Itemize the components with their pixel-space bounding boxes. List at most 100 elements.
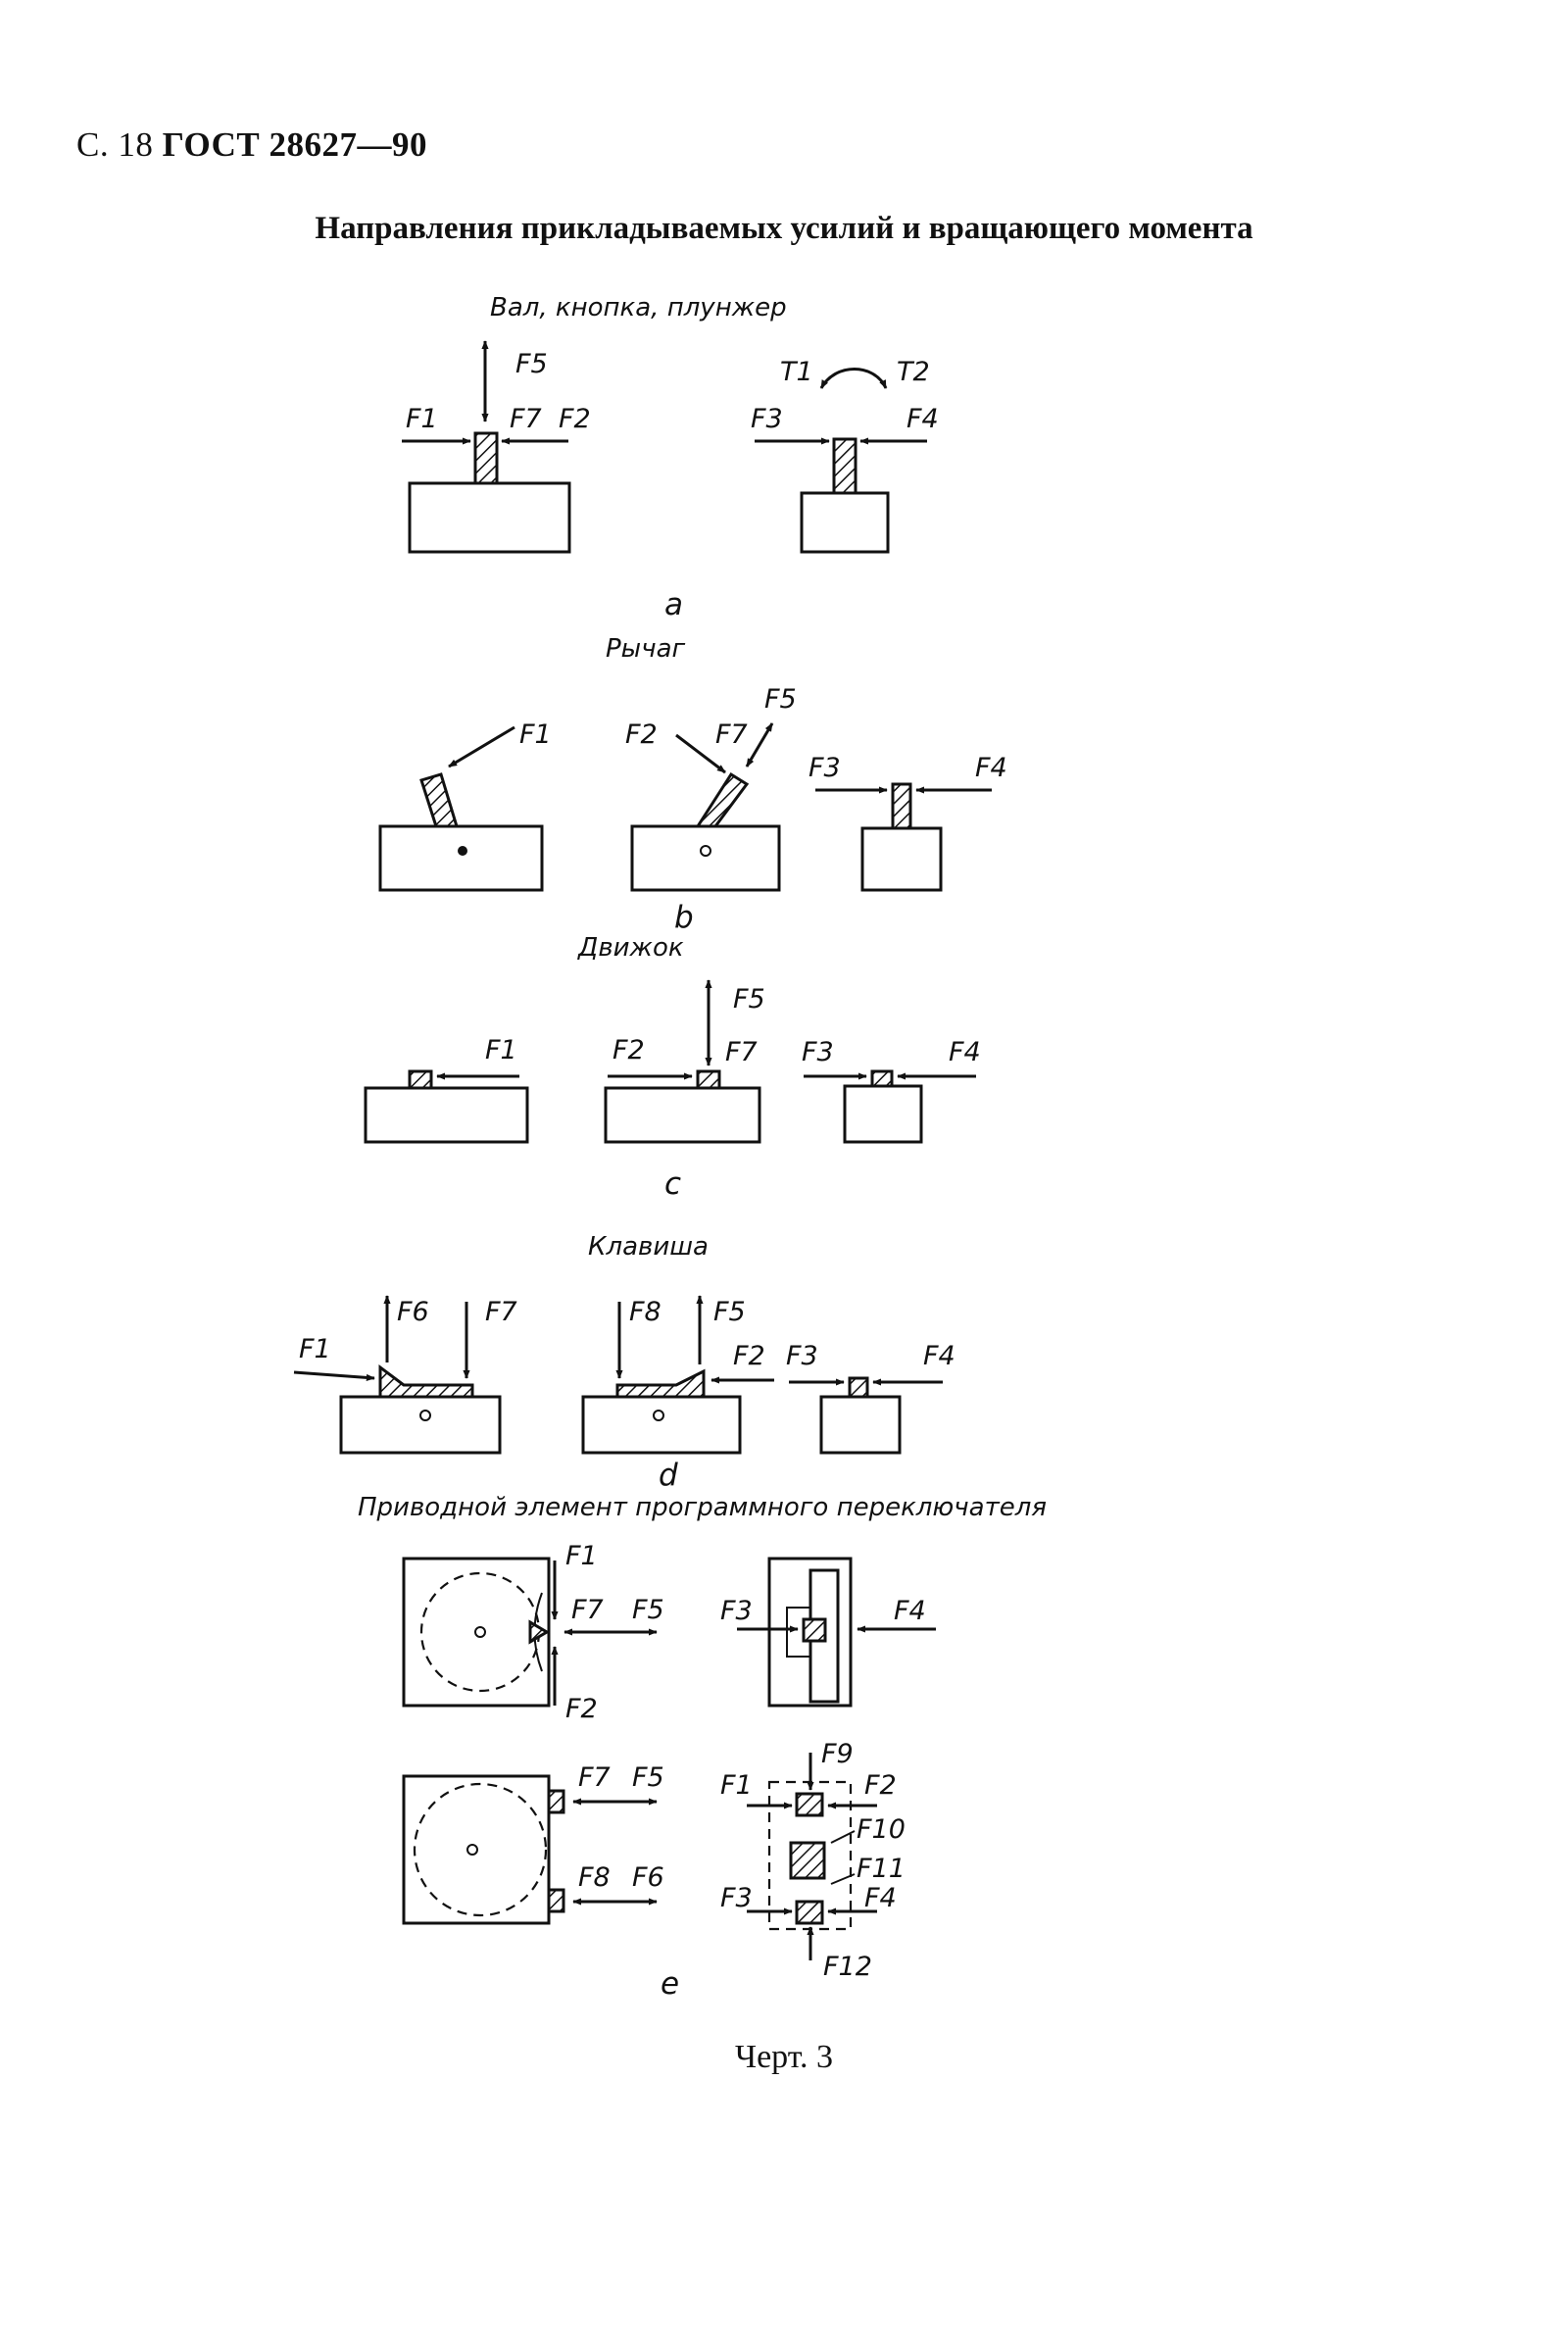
- leader-f11: [830, 1873, 856, 1885]
- drum-side-view-2: F9 F1 F2 F10 F11 F3 F4 F12: [720, 1739, 906, 1982]
- housing: [378, 824, 544, 892]
- label-f10: F10: [857, 1814, 906, 1845]
- section-c-title: Движок: [577, 933, 684, 963]
- label-f2: F2: [559, 404, 591, 434]
- pivot: [700, 845, 711, 857]
- label-f5: F5: [515, 349, 548, 379]
- label-f1: F1: [485, 1035, 517, 1065]
- label-f5: F5: [764, 684, 797, 715]
- cam-upper: [547, 1789, 565, 1814]
- section-e-title: Приводной элемент программного переключа…: [358, 1493, 1047, 1522]
- pivot: [458, 846, 467, 856]
- label-f4: F4: [894, 1596, 926, 1626]
- section-d: Клавиша F1 F6 F7 F8 F5 F2: [293, 1232, 956, 1493]
- label-f7: F7: [485, 1297, 517, 1327]
- label-f5: F5: [632, 1595, 664, 1625]
- drum-circle: [413, 1782, 548, 1917]
- section-c: Движок F1 F2 F5 F7 F3 F4 c: [364, 933, 981, 1202]
- key-side-view: F3 F4: [786, 1341, 956, 1455]
- shaft-side-view: T1 T2 F3 F4: [751, 357, 939, 554]
- section-b: Рычаг F1 F2 F7 F5 F3 F4 b: [378, 634, 1007, 935]
- label-f8: F8: [578, 1862, 611, 1893]
- drum-side-view-1: F3 F4: [720, 1557, 936, 1708]
- label-f4: F4: [949, 1037, 981, 1067]
- cam-lower: [547, 1888, 565, 1913]
- housing: [767, 1557, 853, 1708]
- lever-view-2: F2 F7 F5: [625, 684, 797, 892]
- shaft-front-view: F5 F1 F7 F2: [402, 340, 591, 554]
- lever: [419, 772, 460, 828]
- page-header: С. 18 ГОСТ 28627—90: [76, 125, 427, 165]
- pivot: [653, 1410, 664, 1421]
- label-f3: F3: [786, 1341, 818, 1371]
- lever-side-view: F3 F4: [808, 753, 1007, 892]
- label-f3: F3: [808, 753, 841, 783]
- label-f12: F12: [823, 1952, 872, 1982]
- section-e: Приводной элемент программного переключа…: [358, 1493, 1047, 2002]
- housing: [819, 1395, 902, 1455]
- drum-axis: [466, 1844, 478, 1856]
- arrow-f2: [675, 733, 726, 774]
- slider: [870, 1069, 894, 1088]
- label-t2: T2: [897, 357, 930, 387]
- section-b-letter: b: [674, 900, 694, 935]
- label-f7: F7: [715, 719, 748, 750]
- label-f2: F2: [565, 1694, 598, 1724]
- label-f3: F3: [720, 1596, 753, 1626]
- standard-code: ГОСТ 28627—90: [162, 125, 428, 164]
- leader-f10: [830, 1830, 856, 1844]
- drum-view-1: F1 F2 F7 F5: [402, 1541, 664, 1724]
- shaft: [832, 437, 858, 495]
- drum-view-2: F7 F5 F8 F6: [402, 1762, 664, 1925]
- label-f2: F2: [864, 1770, 897, 1801]
- housing: [339, 1395, 502, 1455]
- label-f1: F1: [519, 719, 552, 750]
- slider-view-2: F2 F5 F7: [604, 979, 765, 1144]
- label-f7: F7: [578, 1762, 611, 1793]
- slider: [696, 1069, 721, 1090]
- key-view-1: F1 F6 F7: [293, 1295, 517, 1455]
- label-f5: F5: [632, 1762, 664, 1793]
- housing: [800, 491, 890, 554]
- slider-side-view: F3 F4: [802, 1037, 981, 1144]
- section-e-letter: e: [661, 1966, 679, 2002]
- housing: [604, 1086, 761, 1144]
- key-view-2: F8 F5 F2: [581, 1295, 774, 1455]
- label-f3: F3: [751, 404, 783, 434]
- arrow-torque: [819, 368, 888, 389]
- key: [848, 1376, 869, 1399]
- page-number: С. 18: [76, 125, 154, 164]
- label-f4: F4: [923, 1341, 956, 1371]
- section-a: Вал, кнопка, плунжер F5 F1 F7 F2 T1 T2 F…: [402, 293, 939, 622]
- lever-view-1: F1: [378, 719, 552, 892]
- label-f2: F2: [625, 719, 658, 750]
- label-f8: F8: [629, 1297, 662, 1327]
- shaft: [473, 431, 499, 485]
- label-f6: F6: [632, 1862, 664, 1893]
- label-f9: F9: [821, 1739, 854, 1769]
- actuator-middle: [789, 1841, 826, 1880]
- section-a-title: Вал, кнопка, плунжер: [490, 293, 787, 322]
- figure-caption: Черт. 3: [734, 2039, 834, 2075]
- pivot: [419, 1410, 431, 1421]
- housing: [860, 826, 943, 892]
- housing: [843, 1084, 923, 1144]
- section-c-letter: c: [664, 1166, 681, 1202]
- housing: [408, 481, 571, 554]
- section-d-title: Клавиша: [588, 1232, 709, 1262]
- label-f11: F11: [857, 1854, 906, 1884]
- label-f3: F3: [802, 1037, 834, 1067]
- label-f4: F4: [906, 404, 939, 434]
- actuator-lower: [795, 1900, 824, 1925]
- label-f5: F5: [713, 1297, 746, 1327]
- label-f1: F1: [406, 404, 438, 434]
- key: [615, 1368, 706, 1399]
- label-f1: F1: [720, 1770, 753, 1801]
- label-f1: F1: [565, 1541, 598, 1571]
- section-d-letter: d: [659, 1458, 678, 1493]
- figure-title: Направления прикладываемых усилий и вращ…: [315, 211, 1253, 246]
- key: [378, 1364, 474, 1399]
- drum-axis: [474, 1626, 486, 1638]
- label-f7: F7: [510, 404, 542, 434]
